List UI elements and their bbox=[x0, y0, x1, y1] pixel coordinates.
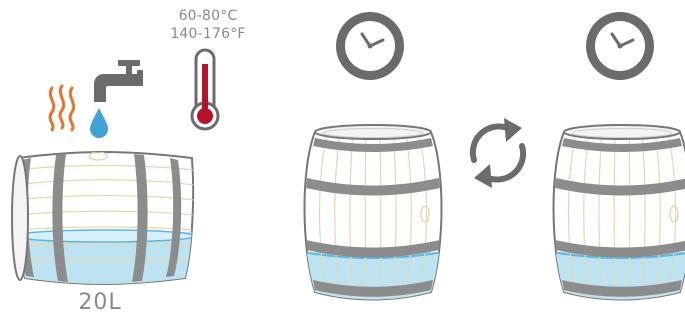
temperature-celsius: 60-80°C bbox=[163, 8, 253, 24]
clock-icon bbox=[586, 12, 654, 80]
temperature-fahrenheit: 140-176°F bbox=[163, 26, 253, 42]
timer-label: 2H bbox=[340, 55, 400, 69]
volume-label: 20L bbox=[60, 290, 140, 315]
heat-waves-icon bbox=[50, 86, 74, 130]
barrel-icon bbox=[542, 125, 685, 312]
timer-label: 2H bbox=[590, 55, 650, 69]
water-tap-icon bbox=[94, 60, 143, 102]
barrel-icon bbox=[293, 125, 453, 312]
thermometer-icon bbox=[192, 50, 218, 129]
barrel-icon bbox=[0, 152, 210, 292]
rotate-arrows-icon bbox=[473, 118, 523, 188]
clock-icon bbox=[336, 12, 404, 80]
water-drop-icon bbox=[90, 108, 108, 138]
